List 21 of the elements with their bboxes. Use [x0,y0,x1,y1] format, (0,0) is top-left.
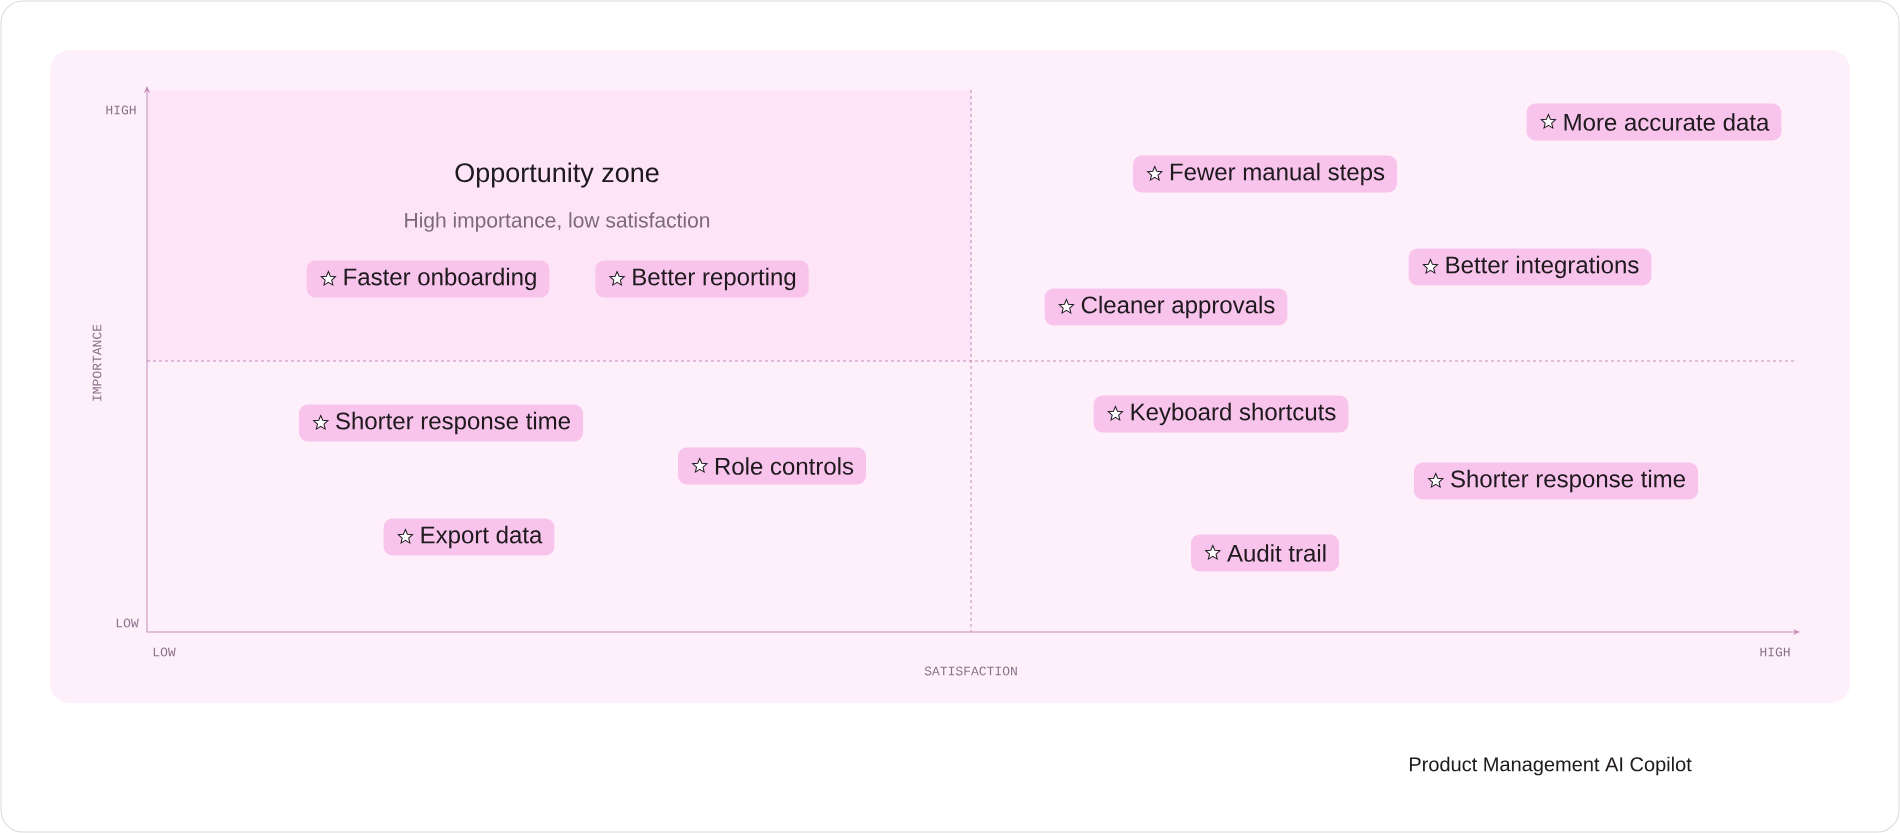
axis-label: HIGH [1760,647,1790,657]
feature-pill: Better integrations [1408,248,1652,286]
feature-pill: Role controls [678,447,867,485]
feature-pill: More accurate data [1526,103,1782,141]
footer-text: Product Management AI Copilot [1410,756,1692,776]
feature-pill: Fewer manual steps [1132,155,1398,193]
axis-label: IMPORTANCE [92,324,102,401]
axis-label: LOW [116,618,139,628]
feature-pill: Cleaner approvals [1044,288,1288,326]
zone-title: Opportunity zone [455,162,659,188]
axis-label: SATISFACTION [924,666,1017,676]
axis-label: LOW [153,647,176,657]
axis-label: HIGH [106,105,136,115]
feature-pill: Better reporting [595,260,809,298]
feature-pill: Shorter response time [298,404,584,442]
feature-pill: Audit trail [1191,534,1340,572]
zone-subtitle: High importance, low satisfaction [405,212,710,232]
feature-pill: Keyboard shortcuts [1093,395,1349,433]
feature-pill: Shorter response time [1413,462,1699,500]
feature-pill: Faster onboarding [306,260,550,298]
feature-pill: Export data [383,518,555,556]
